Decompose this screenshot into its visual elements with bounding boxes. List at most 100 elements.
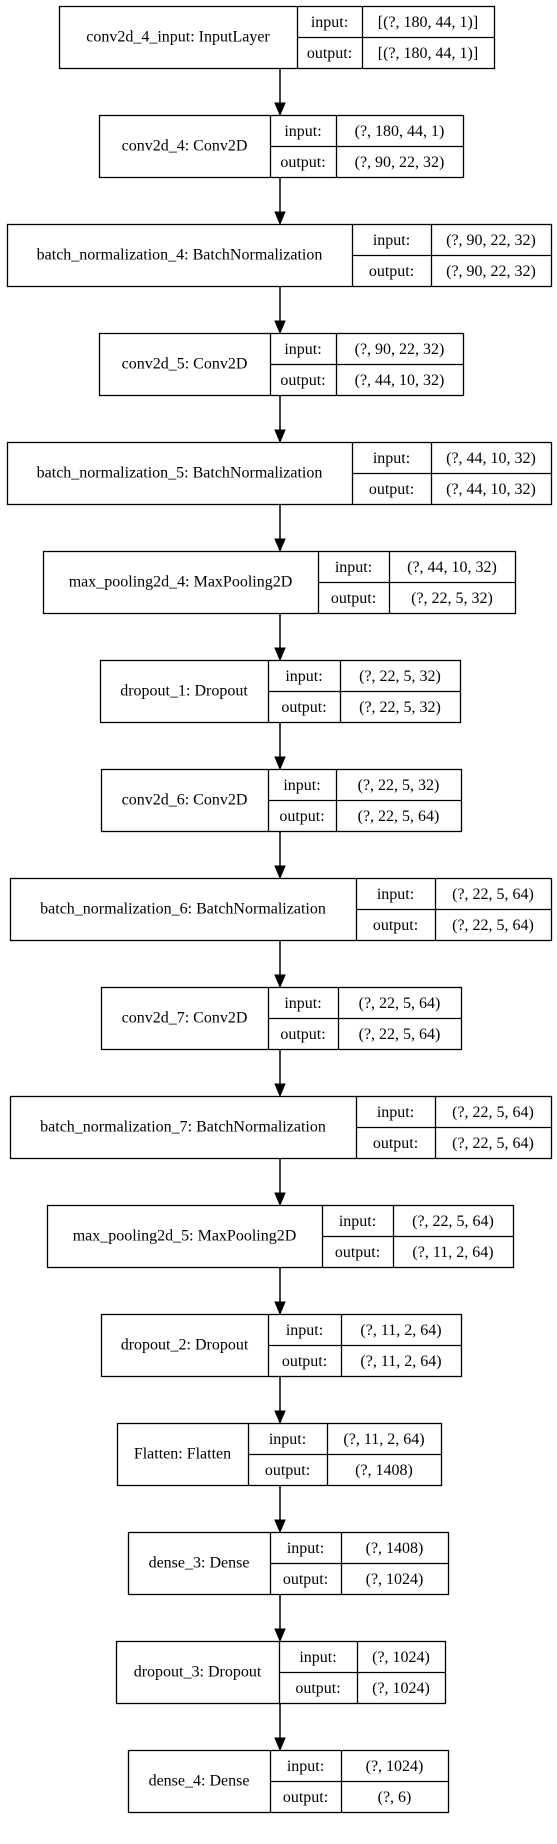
output-label: output: (265, 1462, 310, 1479)
layer-box (6, 441, 553, 506)
output-shape: (?, 1408) (355, 1462, 413, 1479)
input-shape: (?, 22, 5, 64) (412, 1213, 494, 1230)
layer-name: conv2d_5: Conv2D (122, 356, 248, 373)
connector-arrow (274, 1595, 286, 1643)
output-label: output: (295, 1680, 340, 1697)
layer-node: conv2d_6: Conv2D input: output: (?, 22, 5, … (100, 768, 463, 833)
output-shape: (?, 22, 5, 64) (359, 1026, 441, 1043)
layer-node: dropout_2: Dropout input: output: (?, 11, 2… (100, 1313, 463, 1378)
output-shape: (?, 11, 2, 64) (360, 1353, 441, 1370)
layer-node: conv2d_5: Conv2D input: output: (?, 90, 22,… (98, 332, 465, 397)
layer-name: dense_3: Dense (149, 1555, 250, 1572)
output-label: output: (369, 481, 414, 498)
layer-node: max_pooling2d_4: MaxPooling2D input: outpu… (42, 550, 517, 615)
input-shape: (?, 1024) (372, 1649, 430, 1666)
layer-node: batch_normalization_6: BatchNormalizatio… (9, 877, 553, 942)
output-shape: (?, 11, 2, 64) (412, 1244, 493, 1261)
input-label: input: (287, 1758, 324, 1775)
connector-arrow (274, 287, 286, 335)
input-label: input: (377, 886, 414, 903)
layer-name: batch_normalization_4: BatchNormalizatio… (37, 247, 323, 264)
layer-name: batch_normalization_7: BatchNormalizatio… (40, 1119, 326, 1136)
layer-name: conv2d_4: Conv2D (122, 138, 248, 155)
output-shape: (?, 22, 5, 32) (411, 590, 493, 607)
input-shape: (?, 22, 5, 64) (452, 886, 534, 903)
output-label: output: (283, 1571, 328, 1588)
input-shape: (?, 90, 22, 32) (446, 232, 536, 249)
layer-box (9, 1095, 553, 1160)
output-label: output: (331, 590, 376, 607)
output-label: output: (369, 263, 414, 280)
connector-arrow (274, 1268, 286, 1316)
layer-name: conv2d_7: Conv2D (122, 1010, 248, 1027)
connector-arrow (274, 505, 286, 553)
connector-arrow (274, 1159, 286, 1207)
output-label: output: (280, 1026, 325, 1043)
connector-arrow (274, 941, 286, 989)
layer-node: dropout_1: Dropout input: output: (?, 22, 5… (99, 659, 462, 724)
connector-arrow (274, 1050, 286, 1098)
layer-node: conv2d_7: Conv2D input: output: (?, 22, 5, … (100, 986, 463, 1051)
input-shape: (?, 90, 22, 32) (355, 341, 445, 358)
layer-name: dropout_1: Dropout (120, 683, 248, 700)
input-shape: (?, 1408) (366, 1540, 424, 1557)
output-label: output: (335, 1244, 380, 1261)
layer-name: max_pooling2d_5: MaxPooling2D (73, 1228, 297, 1245)
input-label: input: (269, 1431, 306, 1448)
layer-node: batch_normalization_5: BatchNormalizatio… (6, 441, 553, 506)
input-shape: (?, 22, 5, 64) (452, 1104, 534, 1121)
input-label: input: (299, 1649, 336, 1666)
output-label: output: (279, 808, 324, 825)
output-label: output: (281, 699, 326, 716)
output-shape: (?, 90, 22, 32) (446, 263, 536, 280)
output-label: output: (282, 1353, 327, 1370)
layer-node: batch_normalization_7: BatchNormalizatio… (9, 1095, 553, 1160)
layer-name: dense_4: Dense (149, 1773, 250, 1790)
connector-arrow (274, 178, 286, 226)
connector-arrow (274, 1377, 286, 1425)
output-shape: (?, 22, 5, 32) (359, 699, 441, 716)
input-label: input: (286, 1322, 323, 1339)
layer-node: max_pooling2d_5: MaxPooling2Dinput:outpu… (46, 1204, 515, 1269)
output-label: output: (373, 917, 418, 934)
input-label: input: (287, 1540, 324, 1557)
layer-name: conv2d_4_input: InputLayer (86, 29, 270, 46)
connector-arrow (274, 1486, 286, 1534)
input-label: input: (284, 995, 321, 1012)
input-shape: [(?, 180, 44, 1)] (378, 14, 478, 31)
output-shape: (?, 22, 5, 64) (452, 917, 534, 934)
input-label: input: (311, 14, 348, 31)
layer-box (6, 223, 553, 288)
output-shape: (?, 1024) (372, 1680, 430, 1697)
layer-node: batch_normalization_4: BatchNormalizatio… (6, 223, 553, 288)
output-shape: (?, 22, 5, 64) (452, 1135, 534, 1152)
connector-arrow (274, 723, 286, 771)
input-label: input: (284, 341, 321, 358)
input-shape: (?, 44, 10, 32) (407, 559, 497, 576)
layer-name: max_pooling2d_4: MaxPooling2D (69, 574, 293, 591)
input-label: input: (285, 668, 322, 685)
input-label: input: (284, 123, 321, 140)
layer-node: dense_3: Dense input: output: (?, 1408) (?, … (127, 1531, 450, 1596)
connector-arrow (274, 1704, 286, 1752)
connector-arrow (274, 614, 286, 662)
input-label: input: (283, 777, 320, 794)
output-shape: (?, 1024) (366, 1571, 424, 1588)
input-shape: (?, 22, 5, 32) (359, 668, 441, 685)
input-shape: (?, 180, 44, 1) (355, 123, 445, 140)
layer-name: batch_normalization_5: BatchNormalizatio… (37, 465, 323, 482)
layer-name: dropout_2: Dropout (121, 1337, 249, 1354)
output-shape: (?, 22, 5, 64) (358, 808, 440, 825)
input-label: input: (335, 559, 372, 576)
output-label: output: (307, 45, 352, 62)
layer-name: conv2d_6: Conv2D (122, 792, 248, 809)
output-label: output: (283, 1789, 328, 1806)
input-label: input: (377, 1104, 414, 1121)
input-shape: (?, 22, 5, 64) (359, 995, 441, 1012)
output-label: output: (280, 154, 325, 171)
input-shape: (?, 1024) (366, 1758, 424, 1775)
output-label: output: (280, 372, 325, 389)
output-shape: (?, 44, 10, 32) (446, 481, 536, 498)
